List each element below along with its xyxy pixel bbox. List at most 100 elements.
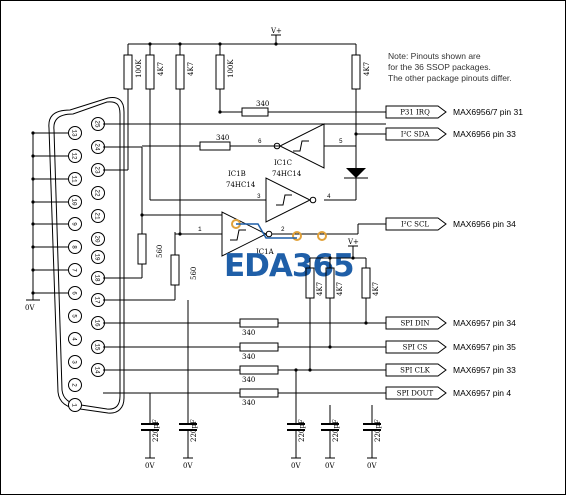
spi-pullup-label-1: 4K7 [316,282,324,296]
pin-13 [68,126,82,140]
note-line-1: Note: Pinouts shown are [388,51,481,61]
pin-number-10: 10 [71,198,78,206]
pin-1-label: 1 [198,226,202,233]
pin-6-label: 6 [258,138,262,145]
pin-3-label: 3 [257,193,261,200]
gate-ic1b: IC1B 74HC14 3 4 [149,89,331,223]
pin-9 [68,217,82,231]
r560-label-2: 560 [190,267,198,280]
pin-10 [68,195,82,209]
ic1a-name: IC1A [256,248,275,256]
pin-number-9: 9 [71,222,78,226]
pin-number-14: 14 [94,366,101,374]
pin-5 [68,309,82,323]
signal-target-2: MAX6956 pin 33 [453,129,516,139]
pin-8 [68,240,82,254]
pin-number-13: 13 [71,129,78,137]
signal-label-6: SPI CLK [400,367,431,375]
r340-din-label: 340 [242,329,255,337]
r340-irq-label: 340 [256,100,269,108]
signal-label-3: I²C SCL [401,221,429,229]
pin-number-24: 24 [94,143,101,151]
pin-22 [91,186,105,200]
note-line-2: for the 36 SSOP packages. [388,62,491,72]
pin-number-25: 25 [94,120,101,128]
pin-number-4: 4 [71,337,78,341]
signal-target-6: MAX6957 pin 33 [453,365,516,375]
supply-rail: V+ [127,27,357,55]
pin-number-11: 11 [71,175,78,183]
pin-20 [91,232,105,246]
pinout-note: Note: Pinouts shown are for the 36 SSOP … [388,51,512,83]
pin-11 [68,172,82,186]
pullup-resistors: 100K 4K7 4K7 100K 4K7 [123,54,371,90]
signal-target-3: MAX6956 pin 34 [453,219,516,229]
pin-number-1: 1 [71,403,78,407]
ground-label-2: 0V [183,462,193,470]
signal-target-1: MAX6956/7 pin 31 [453,107,523,117]
ground-label-3: 0V [291,462,301,470]
pin-1 [68,398,82,412]
pullup-label-2: 4K7 [157,62,165,76]
pullup-label-4: 100K [227,59,235,78]
signal-target-4: MAX6957 pin 34 [453,318,516,328]
series-560-resistors: 560 560 [137,215,198,300]
signal-connector-1 [385,105,447,119]
pin-3 [68,355,82,369]
pin-number-3: 3 [71,360,78,364]
pin-4-label: 4 [327,193,331,200]
left-ground-bus: 0V [25,133,40,312]
pin-number-20: 20 [94,235,101,243]
capacitor-label-3: 220pF [298,419,306,442]
signal-connector-2 [385,127,447,141]
ground-label-left: 0V [25,304,35,312]
note-line-3: The other package pinouts differ. [388,73,512,83]
pin-number-6: 6 [71,291,78,295]
signal-label-2: I²C SDA [401,131,431,139]
supply-label: V+ [270,27,282,35]
r340-cs-label: 340 [242,353,255,361]
pullup-label-1: 100K [135,59,143,78]
capacitor-label-1: 220pF [152,419,160,442]
signal-connector-6 [385,363,447,377]
pin-19 [91,250,105,264]
pin-4 [68,332,82,346]
signal-label-4: SPI DIN [401,320,430,328]
pin-number-8: 8 [71,245,78,249]
ground-label-4: 0V [325,462,335,470]
pin-number-22: 22 [94,189,101,197]
spi-pullup-label-2: 4K7 [336,282,344,296]
connector-pins: 1312111098765432125242322212019181716151… [31,117,105,412]
spi-resistors: 340 340 340 340 [239,318,386,407]
signal-label-7: SPI DOUT [397,390,434,398]
pin-number-16: 16 [94,319,101,327]
r340-sda-label: 340 [216,134,229,142]
signal-connector-3 [385,217,447,231]
ground-label-1: 0V [145,462,155,470]
pin-12 [68,149,82,163]
pin-number-19: 19 [94,253,101,261]
signal-label-1: P31 IRQ [400,109,430,117]
spi-supply-label: V+ [347,238,359,246]
pin-number-12: 12 [71,152,78,160]
pullup-label-3: 4K7 [187,62,195,76]
ic1c-name: IC1C [274,159,292,167]
signal-target-7: MAX6957 pin 4 [453,388,511,398]
signal-connector-5 [385,340,447,354]
db25-connector [48,97,125,414]
ic1b-part: 74HC14 [226,181,256,189]
capacitor-label-4: 220pF [332,419,340,442]
pin-7 [68,263,82,277]
capacitor-label-5: 220pF [374,419,382,442]
signal-connector-4 [385,316,447,330]
pin-number-17: 17 [94,296,101,304]
filter-capacitors [149,300,373,424]
signal-target-5: MAX6957 pin 35 [453,342,516,352]
pin-2 [68,378,82,392]
ic1c-part: 74HC14 [272,170,302,178]
r340-dout-label: 340 [242,399,255,407]
pin-21 [91,209,105,223]
capacitor-label-2: 220pF [190,419,198,442]
